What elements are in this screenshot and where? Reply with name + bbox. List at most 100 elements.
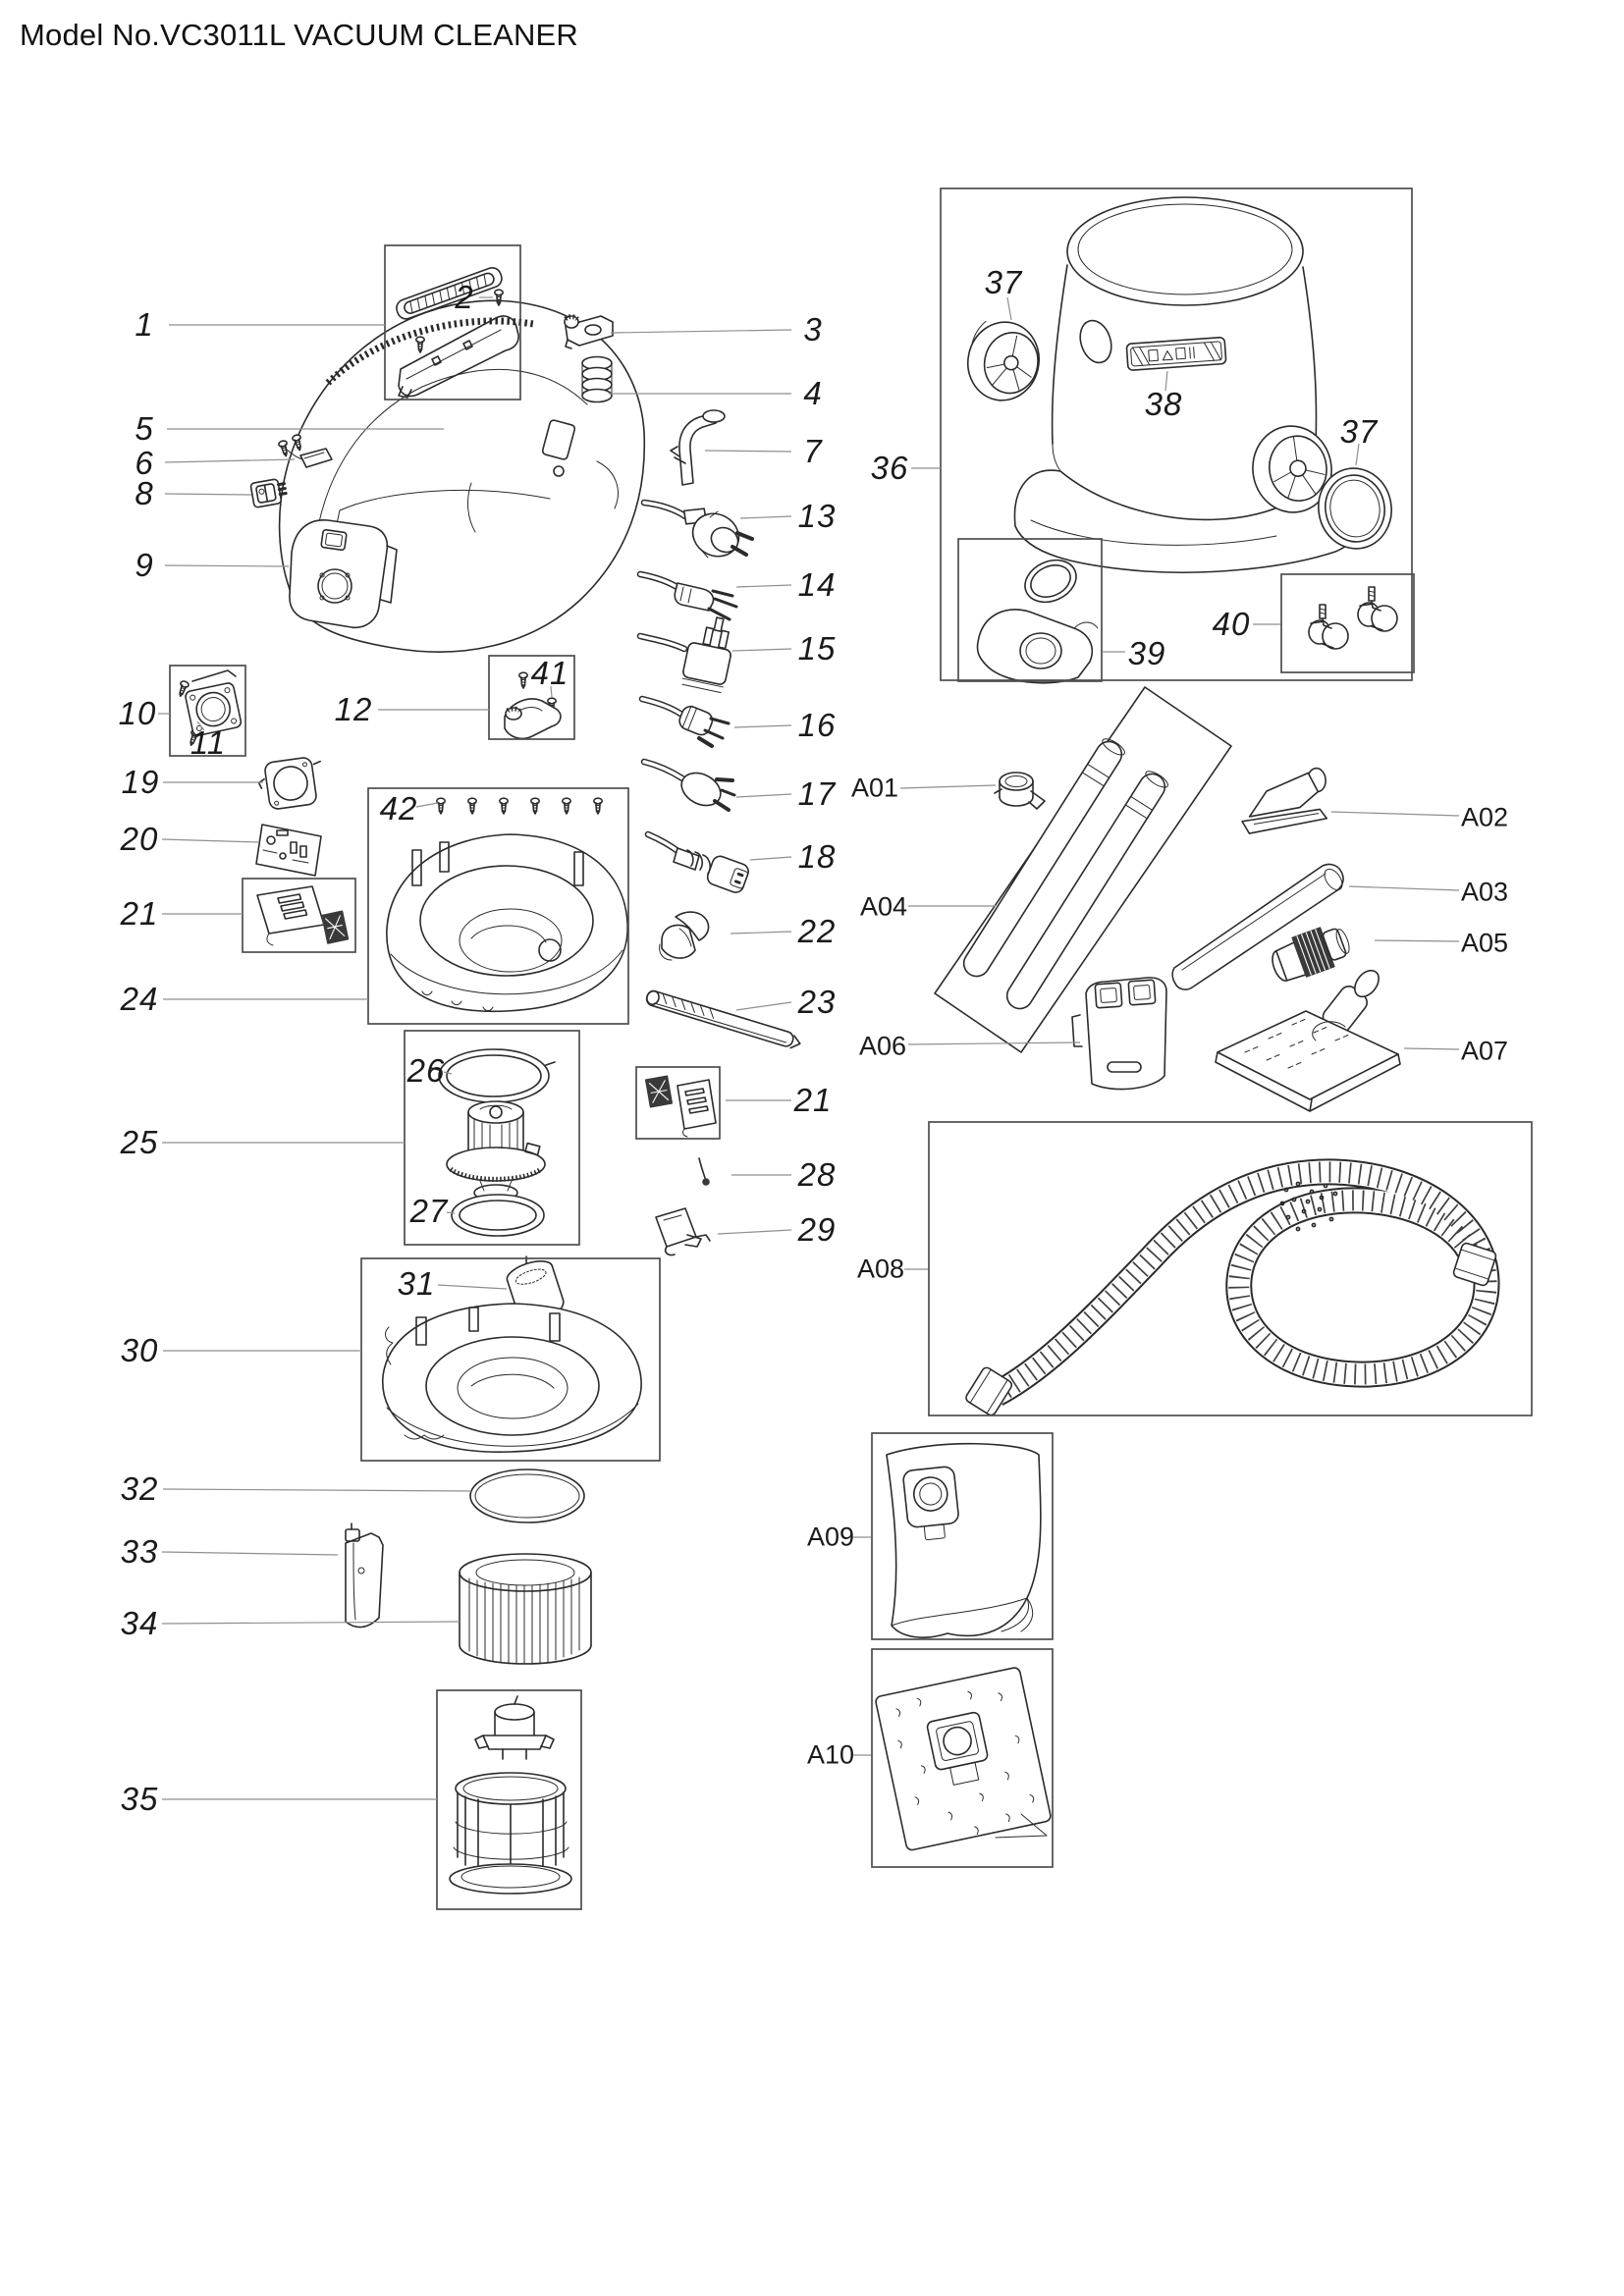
leader-22 (730, 931, 792, 934)
part-32-tank-seal-drawing (469, 1468, 585, 1523)
part-20-pcb-drawing (255, 824, 322, 877)
box-21a (242, 878, 356, 953)
page-title: Model No.VC3011L VACUUM CLEANER (20, 18, 578, 52)
leader-37l (1006, 296, 1012, 321)
callout-21a: 21 (120, 895, 159, 932)
leader-a06 (907, 1041, 1081, 1045)
callout-27: 27 (409, 1193, 449, 1229)
callout-33: 33 (120, 1533, 159, 1570)
callout-a06: A06 (858, 1031, 907, 1061)
part-16-power-cord-us-drawing (638, 695, 731, 748)
leader-9 (164, 564, 290, 567)
leader-7 (704, 450, 792, 453)
part-24-middle-housing-drawing (386, 797, 628, 1013)
part-a04-extension-tubes-drawing (934, 686, 1232, 1053)
callout-14: 14 (797, 566, 837, 603)
callout-18: 18 (797, 838, 837, 875)
callout-16: 16 (797, 707, 837, 743)
callout-21b: 21 (793, 1082, 833, 1118)
callout-12: 12 (334, 691, 373, 727)
leader-37r (1355, 443, 1360, 466)
part-37-wheel-drawing (967, 320, 1040, 401)
box-42 (367, 787, 629, 1025)
callout-28: 28 (797, 1156, 837, 1193)
callout-40: 40 (1212, 606, 1251, 642)
callout-1: 1 (135, 306, 154, 343)
callout-25: 25 (120, 1124, 159, 1160)
box-21b (635, 1066, 721, 1140)
leader-31 (437, 1284, 508, 1290)
callout-10: 10 (118, 695, 157, 731)
part-a10-fleece-bag-drawing (875, 1667, 1052, 1851)
box-25 (404, 1030, 580, 1246)
callout-22: 22 (797, 913, 837, 949)
part-19-gasket-plate-drawing (257, 757, 321, 810)
part-6-clamp-drawing (277, 433, 333, 468)
part-18-appliance-connector-drawing (644, 830, 749, 893)
leader-13 (739, 515, 792, 519)
leader-29 (717, 1229, 792, 1235)
part-29-float-lever-drawing (655, 1207, 711, 1256)
callout-20: 20 (120, 821, 159, 857)
box-30 (360, 1257, 661, 1462)
callout-a03: A03 (1460, 877, 1509, 907)
part-21a-filter-cover-drawing (256, 885, 350, 946)
part-7-lever-drawing (670, 409, 726, 486)
part-a07-floor-nozzle-drawing (1215, 969, 1401, 1112)
part-1-handle-drawing (396, 266, 519, 399)
leader-6 (164, 458, 296, 463)
callout-5: 5 (135, 410, 154, 447)
leader-27 (446, 1211, 456, 1214)
part-a05-adapter-drawing (1272, 927, 1350, 982)
callout-19: 19 (121, 764, 160, 800)
part-a08-hose-drawing (965, 1158, 1500, 1416)
part-4-spring-drawing (581, 355, 613, 403)
part-39-tank-inlet-drawing (976, 559, 1099, 684)
part-36-tank-drawing (1013, 196, 1369, 573)
callout-a09: A09 (806, 1522, 855, 1552)
part-30-base-housing-drawing (382, 1303, 642, 1453)
part-9-front-cover-drawing (289, 519, 398, 629)
callout-a02: A02 (1460, 802, 1509, 832)
callout-23: 23 (797, 984, 837, 1020)
leader-15 (731, 648, 792, 652)
leader-11 (196, 721, 205, 731)
callout-26: 26 (406, 1052, 446, 1089)
callout-37r: 37 (1339, 413, 1379, 450)
box-a08 (928, 1121, 1533, 1416)
callout-15: 15 (797, 630, 837, 667)
part-14-power-cord-ch-drawing (636, 570, 738, 621)
callout-7: 7 (803, 433, 823, 469)
part-10-inlet-flange-drawing (175, 669, 243, 748)
box-a09 (871, 1432, 1054, 1640)
leader-41 (550, 685, 553, 698)
part-5-motor-housing-drawing (278, 299, 646, 653)
part-15-power-cord-uk-drawing (636, 616, 731, 694)
callout-31: 31 (397, 1265, 436, 1302)
box-39 (957, 538, 1103, 682)
callout-30: 30 (120, 1332, 159, 1368)
leader-a07 (1403, 1047, 1460, 1050)
leader-16 (733, 724, 792, 728)
callout-a05: A05 (1460, 928, 1509, 958)
leader-42 (415, 802, 439, 808)
part-12-cord-hook-drawing (504, 671, 562, 740)
part-25-motor-drawing (446, 1100, 546, 1201)
callout-24: 24 (120, 981, 159, 1017)
box-36 (940, 187, 1413, 681)
part-a06-tool-holder-drawing (1071, 977, 1167, 1091)
box-12 (488, 655, 575, 740)
callout-36: 36 (870, 450, 909, 486)
callout-4: 4 (803, 375, 823, 411)
callout-a04: A04 (859, 891, 908, 922)
leader-23 (735, 1001, 792, 1011)
leader-a02 (1330, 811, 1460, 817)
part-35-float-cage-drawing (449, 1695, 572, 1895)
part-17-power-cord-au-drawing (640, 758, 736, 812)
leader-a03 (1348, 885, 1460, 891)
leader-8 (164, 493, 252, 496)
leader-26 (443, 1071, 453, 1075)
part-23-trim-strip-drawing (645, 989, 801, 1049)
leader-3 (610, 329, 792, 334)
